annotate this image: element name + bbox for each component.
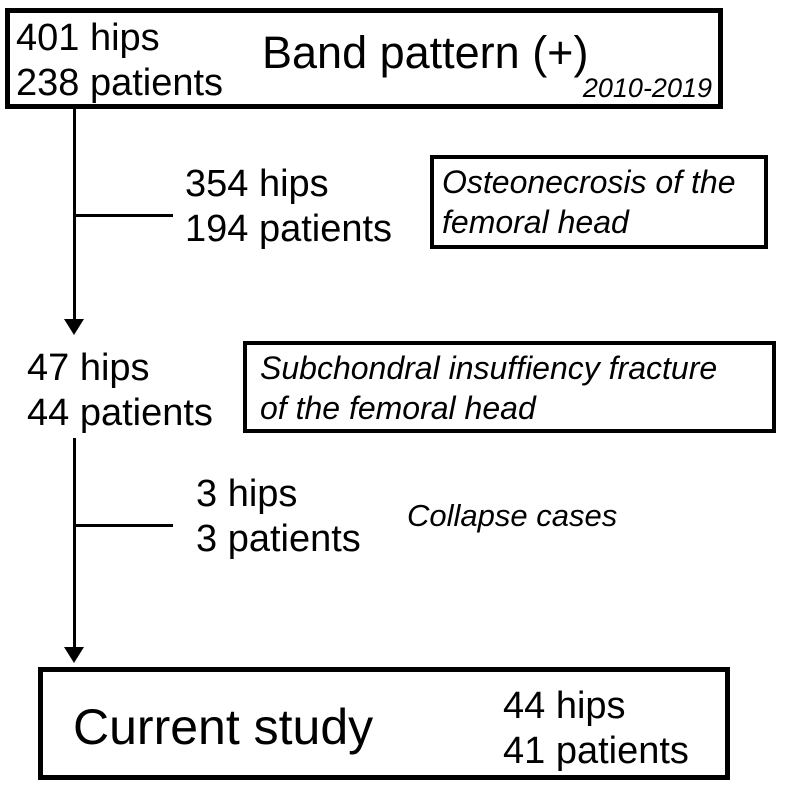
cohort-period: 2010-2019	[582, 73, 712, 103]
cohort-patients-count: 238 patients	[16, 62, 224, 104]
sif-hips-count: 47 hips	[27, 347, 150, 389]
collapse-cases-label: Collapse cases	[407, 498, 618, 533]
sif-box: Subchondral insuffiency fracture of the …	[243, 341, 776, 433]
cohort-label: Band pattern (+)	[262, 27, 589, 78]
sif-counts: 47 hips 44 patients	[27, 346, 213, 436]
branch-line-1	[75, 214, 173, 217]
sif-patients-count: 44 patients	[27, 392, 213, 434]
cohort-counts: 401 hips 238 patients	[16, 16, 223, 106]
arrowhead-down-icon	[64, 647, 84, 663]
arrowhead-down-icon	[64, 319, 84, 335]
current-study-label: Current study	[73, 699, 374, 755]
current-study-counts: 44 hips 41 patients	[503, 684, 689, 774]
cohort-box: 401 hips 238 patients Band pattern (+) 2…	[5, 8, 723, 109]
osteonecrosis-label-line1: Osteonecrosis of the	[442, 164, 736, 200]
cohort-hips-count: 401 hips	[16, 17, 160, 59]
osteonecrosis-box: Osteonecrosis of the femoral head	[430, 155, 768, 249]
excluded-collapse-hips-count: 3 hips	[196, 473, 298, 515]
branch-line-2	[75, 524, 173, 527]
excluded-onfh-counts: 354 hips 194 patients	[185, 162, 392, 252]
excluded-onfh-patients-count: 194 patients	[185, 208, 393, 250]
current-study-hips-count: 44 hips	[503, 685, 626, 727]
current-study-box: Current study 44 hips 41 patients	[38, 667, 730, 780]
sif-label-line1: Subchondral insuffiency fracture	[260, 350, 718, 386]
current-study-patients-count: 41 patients	[503, 730, 689, 772]
excluded-collapse-counts: 3 hips 3 patients	[196, 472, 361, 562]
sif-label-line2: of the femoral head	[260, 390, 536, 426]
osteonecrosis-label-line2: femoral head	[442, 204, 629, 240]
flow-line-1	[73, 109, 76, 320]
flow-line-2	[73, 438, 76, 648]
excluded-collapse-patients-count: 3 patients	[196, 518, 361, 560]
excluded-onfh-hips-count: 354 hips	[185, 163, 329, 205]
